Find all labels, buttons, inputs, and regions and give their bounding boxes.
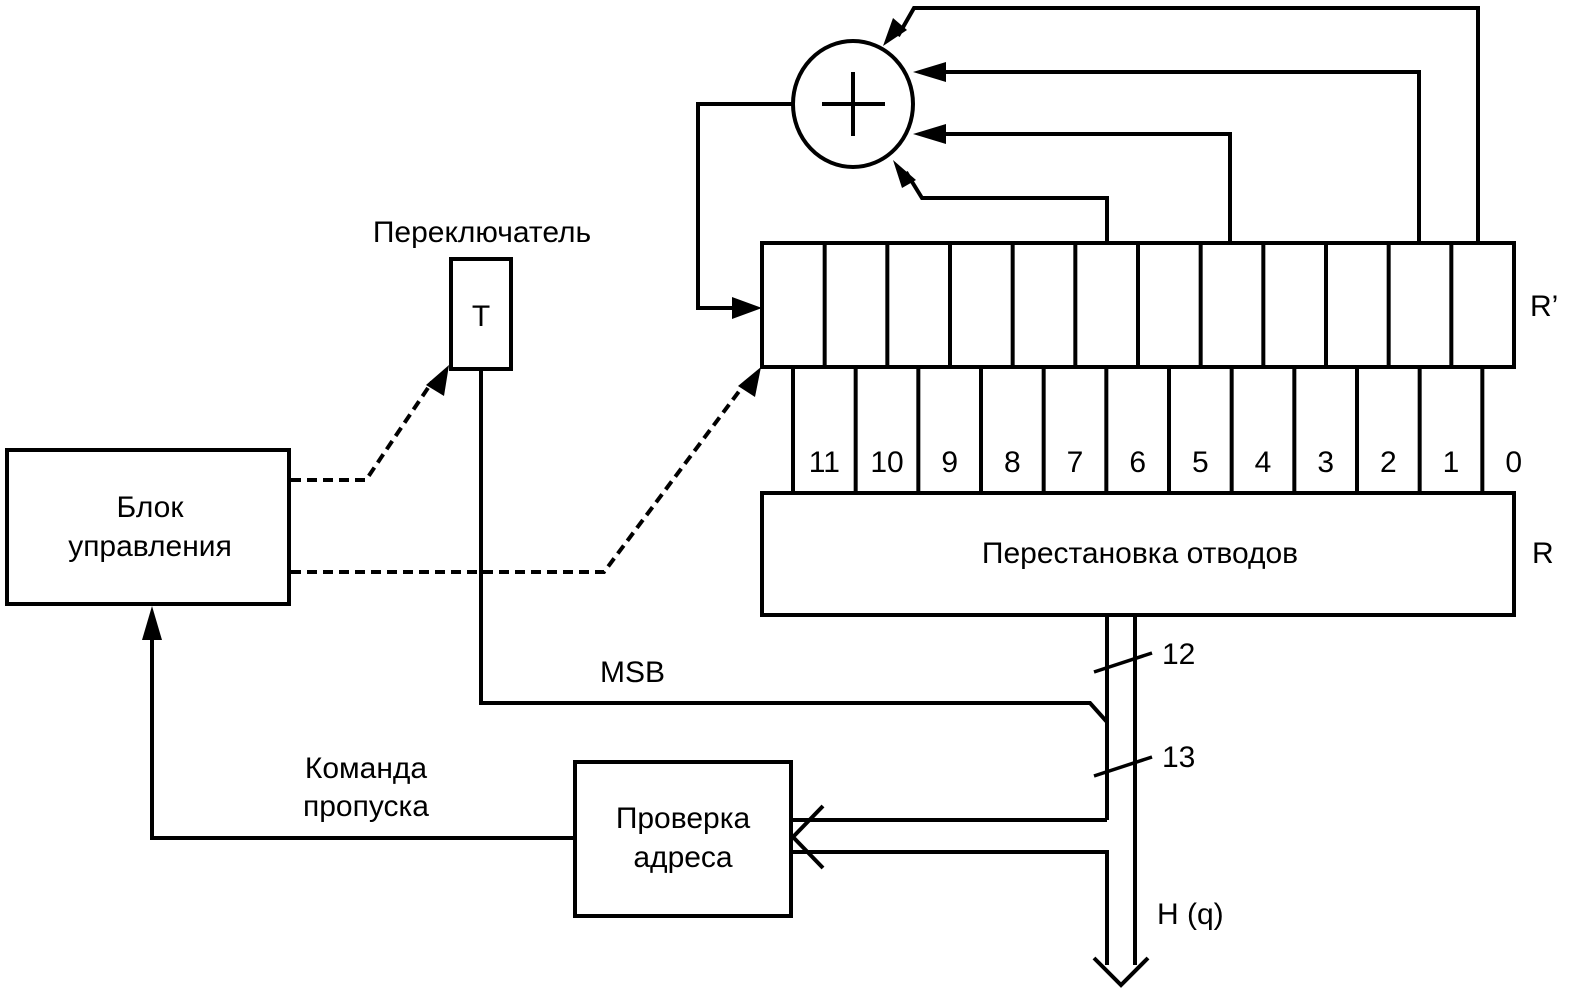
bit-index-label: 2 (1380, 446, 1397, 479)
tap-line-cell-4 (930, 132, 1232, 245)
msb-label: MSB (600, 656, 665, 689)
arrow-head (142, 606, 162, 640)
skip-command-line1: Команда (305, 752, 428, 785)
arrow-head (732, 297, 762, 319)
msb-line (479, 369, 1109, 724)
bus-width-slash-2 (1093, 755, 1153, 778)
address-check-line1: Проверка (616, 802, 751, 835)
msb-signal: MSB (479, 369, 1109, 724)
bus-width-1: 12 (1162, 638, 1195, 671)
xor-adder (791, 39, 915, 169)
switch-title: Переключатель (373, 216, 591, 249)
bit-index-label: 1 (1443, 446, 1460, 479)
bus-to-check-lower (790, 850, 1109, 965)
bit-index-label: 3 (1317, 446, 1334, 479)
bus-width-slash-1 (1093, 651, 1153, 674)
register-r-prime-label: R’ (1530, 290, 1558, 323)
switch-symbol: T (472, 300, 490, 333)
address-check-frame (573, 760, 793, 918)
bus-width-2: 13 (1162, 741, 1195, 774)
tap-line-cell-1 (930, 70, 1421, 245)
skip-command-line (150, 630, 575, 840)
control-unit-block: Блок управления (5, 448, 291, 606)
control-unit-frame (5, 448, 291, 606)
tap-permutation-frame (760, 491, 1516, 617)
bit-index-label: 11 (809, 446, 840, 479)
bit-index-label: 7 (1067, 446, 1084, 479)
address-check-line2: адреса (633, 841, 733, 874)
arrow-head (913, 62, 946, 82)
switch-block: T (449, 257, 513, 371)
output-label: H (q) (1157, 898, 1224, 931)
arrow-head (913, 124, 946, 144)
bit-index-label: 4 (1255, 446, 1272, 479)
feedback-line (696, 102, 793, 310)
skip-command-signal: Команда пропуска (142, 606, 575, 840)
arrow-head (426, 365, 449, 396)
bit-index-label: 8 (1004, 446, 1021, 479)
arrow-head (738, 367, 761, 397)
control-unit-line2: управления (68, 530, 232, 563)
xor-feedback-line (696, 102, 793, 319)
arrow-head (883, 18, 907, 46)
address-check-input-arrow (790, 804, 825, 870)
register-r-label: R (1532, 537, 1554, 570)
control-signals (291, 365, 761, 574)
skip-command-line2: пропуска (303, 790, 429, 823)
bit-index-label: 6 (1129, 446, 1146, 479)
tap-permutation-block: Перестановка отводов (760, 491, 1516, 617)
bit-index-label: 9 (941, 446, 958, 479)
control-to-register-line (291, 380, 748, 574)
output-bus: 12 13 H (q) (790, 617, 1224, 988)
switch-frame (449, 257, 513, 371)
bit-index-label: 5 (1192, 446, 1209, 479)
feedback-taps (883, 6, 1480, 245)
tap-line-cell-0 (896, 6, 1480, 245)
bit-index-label: 0 (1505, 446, 1522, 479)
address-check-block: Проверка адреса (573, 760, 825, 918)
control-to-switch-line (291, 380, 434, 482)
register-r-prime (760, 241, 1516, 369)
tap-line-cell-6 (904, 170, 1109, 245)
tap-permutation-label: Перестановка отводов (982, 537, 1298, 570)
bus-arrow-head (1092, 956, 1150, 988)
arrow-head (893, 160, 916, 188)
control-unit-line1: Блок (116, 491, 184, 524)
bit-index-label: 10 (870, 446, 903, 479)
